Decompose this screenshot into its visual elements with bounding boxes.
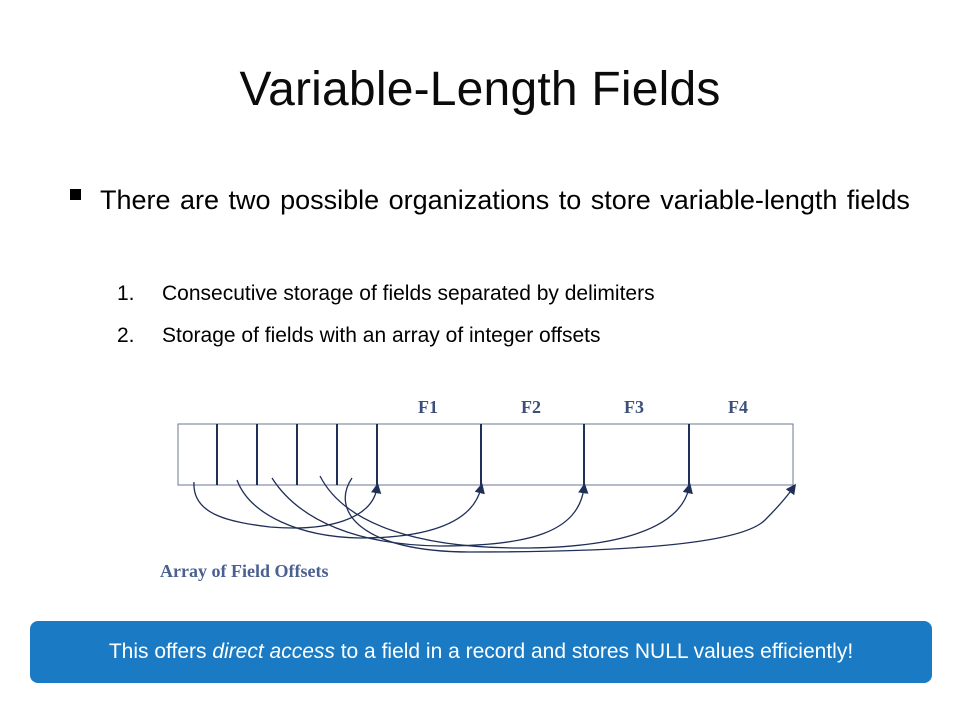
list-item: 1. Consecutive storage of fields separate… bbox=[117, 280, 655, 308]
list-item: 2. Storage of fields with an array of int… bbox=[117, 322, 601, 350]
callout-text-before: This offers bbox=[108, 640, 213, 663]
field-label-f2: F2 bbox=[521, 397, 541, 417]
square-bullet-icon bbox=[70, 189, 81, 200]
callout-emphasis: direct access bbox=[212, 640, 335, 663]
pointer-arrow bbox=[319, 475, 693, 549]
pointer-arrow bbox=[193, 481, 382, 529]
pointer-arrow bbox=[236, 479, 485, 539]
slide-title: Variable-Length Fields bbox=[239, 63, 721, 116]
offset-pointers bbox=[193, 475, 797, 553]
field-label-f3: F3 bbox=[624, 397, 644, 417]
field-dividers bbox=[480, 424, 690, 485]
record-diagram: F1 F2 F3 F4 Array of Field Offsets bbox=[160, 397, 797, 581]
main-bullet-text: There are two possible organizations to … bbox=[100, 185, 910, 215]
list-item-text: Consecutive storage of fields separated … bbox=[162, 282, 655, 305]
callout-banner: This offers direct access to a field in … bbox=[30, 621, 932, 683]
callout-text-after: to a field in a record and stores NULL v… bbox=[334, 640, 854, 663]
pointer-arrow bbox=[344, 477, 797, 553]
list-item-number: 2. bbox=[117, 324, 135, 347]
list-item-text: Storage of fields with an array of integ… bbox=[162, 324, 601, 347]
pointer-arrow bbox=[271, 477, 589, 547]
list-item-number: 1. bbox=[117, 282, 135, 305]
field-label-f4: F4 bbox=[728, 397, 748, 417]
offset-slot-dividers bbox=[216, 424, 378, 485]
diagram-caption: Array of Field Offsets bbox=[160, 561, 328, 581]
record-box bbox=[177, 423, 794, 486]
field-label-f1: F1 bbox=[418, 397, 438, 417]
